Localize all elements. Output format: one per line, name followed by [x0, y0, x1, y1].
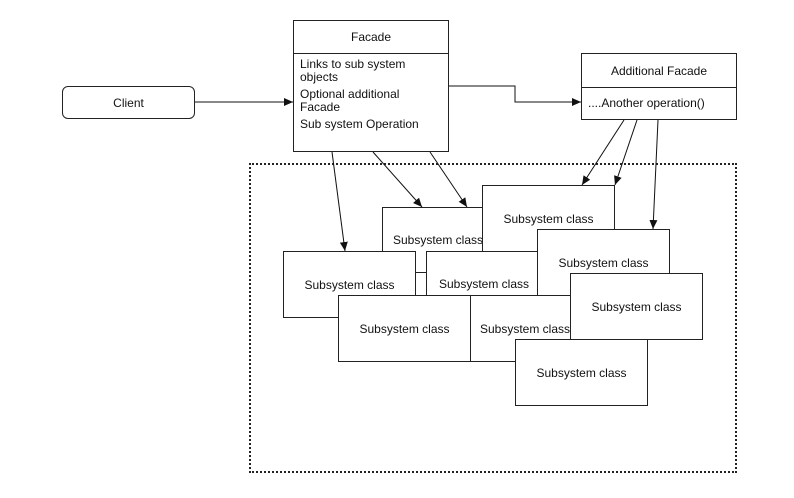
additional-facade-operation: ....Another operation()	[588, 96, 705, 110]
subsystem-class[interactable]: Subsystem class	[570, 273, 703, 340]
additional-facade-to-subsystem-arrow	[649, 119, 659, 230]
additional-facade-class-box[interactable]: Additional Facade ....Another operation(…	[581, 53, 737, 120]
facade-to-subsystem-arrow	[331, 151, 348, 252]
subsystem-boundary	[249, 163, 737, 473]
client-box[interactable]: Client	[62, 86, 195, 119]
facade-to-subsystem-arrow	[429, 151, 468, 208]
additional-facade-to-subsystem-arrow	[581, 119, 625, 186]
facade-member: Links to sub system objects	[300, 57, 406, 84]
client-label: Client	[113, 95, 144, 110]
facade-member: Optional additional Facade	[300, 87, 400, 114]
subsystem-class[interactable]: Subsystem class	[338, 295, 471, 362]
facade-title: Facade	[294, 21, 448, 54]
subsystem-class[interactable]: Subsystem class	[515, 339, 648, 406]
facade-member: Sub system Operation	[300, 117, 419, 131]
additional-facade-title: Additional Facade	[582, 54, 736, 88]
facade-members: Links to sub system objects Optional add…	[294, 54, 448, 139]
facade-class-box[interactable]: Facade Links to sub system objects Optio…	[293, 20, 449, 152]
facade-to-additional-facade-arrow	[449, 85, 581, 106]
facade-to-subsystem-arrow	[372, 151, 423, 208]
additional-facade-to-subsystem-arrow	[614, 119, 638, 186]
